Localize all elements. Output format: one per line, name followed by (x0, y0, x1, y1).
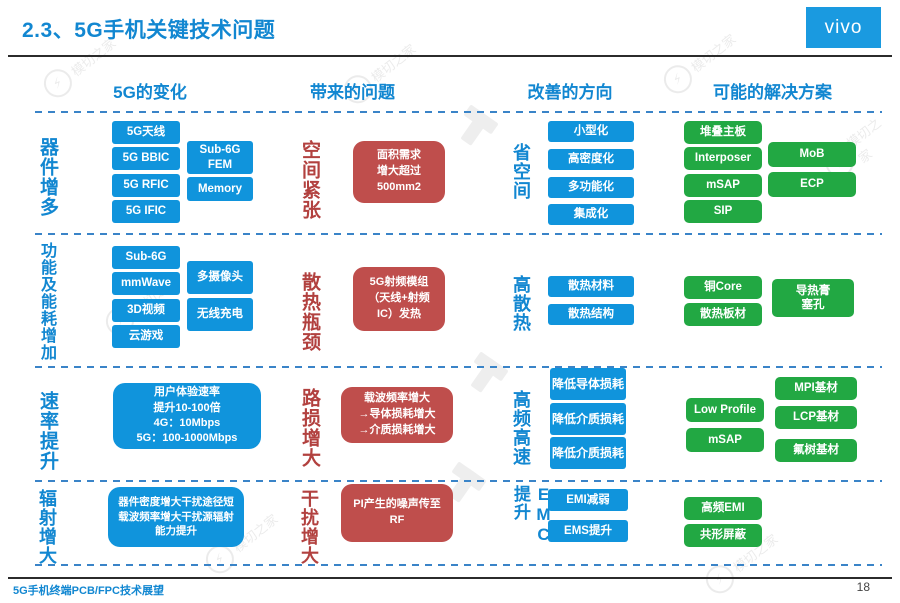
row4-direction-label: EMC提升 (511, 485, 553, 545)
solution-box: 高频EMI (684, 497, 762, 520)
solution-box: ECP (768, 172, 856, 197)
solution-box: mSAP (686, 428, 764, 452)
problem-line: 增大超过 (377, 165, 421, 178)
row2-problem-box: 5G射频模组 （天线+射频 IC）发热 (353, 267, 445, 331)
change-line: 提升10-100倍 (153, 401, 221, 414)
problem-line: IC）发热 (377, 307, 421, 320)
solution-box: LCP基材 (775, 406, 857, 429)
change-line: 5G：100-1000Mbps (136, 432, 238, 445)
row2-label: 功能及能耗增加 (38, 241, 55, 361)
row-divider (35, 480, 882, 482)
solution-box: Interposer (684, 147, 762, 170)
solution-line: 塞孔 (801, 299, 825, 311)
change-line: 载波频率增大干扰源辐射能力提升 (118, 510, 234, 538)
row3-direction-label: 高频高速 (511, 389, 531, 466)
change-line: 器件密度增大干扰途径短 (118, 495, 234, 508)
vivo-logo: vivo (806, 7, 881, 48)
solution-box: Low Profile (686, 398, 764, 422)
solution-box: 堆叠主板 (684, 121, 762, 144)
change-box: 3D视频 (112, 299, 180, 322)
solution-box: SIP (684, 200, 762, 223)
solution-box: 共形屏蔽 (684, 524, 762, 547)
solution-box: 铜Core (684, 276, 762, 299)
problem-line: 面积需求 (377, 149, 421, 162)
row4-problem-label: 干扰增大 (299, 489, 319, 565)
watermark-logo-icon: ⚡ (38, 63, 78, 103)
change-box: 无线充电 (187, 298, 253, 331)
column-header-solutions: 可能的解决方案 (713, 83, 832, 102)
watermark-text: 模切之家 (688, 31, 739, 75)
change-box: mmWave (112, 272, 180, 295)
page-number: 18 (856, 580, 870, 594)
change-box: Memory (187, 177, 253, 201)
row1-problem-box: 面积需求 增大超过 500mm2 (353, 141, 445, 203)
problem-line: →导体损耗增大 (358, 408, 436, 421)
footer-text: 5G手机终端PCB/FPC技术展望 (13, 585, 164, 597)
solution-line: 导热膏 (795, 284, 831, 297)
page-title: 2.3、5G手机关键技术问题 (22, 19, 276, 42)
row4-label: 辐射增大 (37, 489, 57, 565)
problem-line: →介质损耗增大 (358, 423, 436, 436)
change-box: 云游戏 (112, 325, 180, 348)
column-header-changes: 5G的变化 (113, 83, 187, 102)
row-divider (35, 111, 882, 113)
solution-box: 散热板材 (684, 303, 762, 326)
footer-divider (8, 577, 892, 579)
row2-direction-label: 高散热 (511, 274, 531, 332)
header-divider (8, 55, 892, 57)
row1-direction-label: 省空间 (511, 142, 531, 200)
row1-label: 器件增多 (37, 137, 58, 217)
direction-box: 高密度化 (548, 149, 634, 170)
direction-box: 降低导体损耗 (550, 368, 626, 400)
problem-line: 500mm2 (376, 180, 422, 193)
solution-box: mSAP (684, 174, 762, 197)
change-box: Sub-6G FEM (187, 141, 253, 174)
direction-box: 集成化 (548, 204, 634, 225)
problem-line: 5G射频模组 (369, 276, 429, 289)
change-box: 5G IFIC (112, 200, 180, 223)
direction-box: 小型化 (548, 121, 634, 142)
change-box: Sub-6G (112, 246, 180, 269)
row1-problem-label: 空间紧张 (299, 139, 320, 220)
problem-line: PI产生的噪声传至 (353, 498, 441, 511)
direction-box: 散热结构 (548, 304, 634, 325)
change-line: 4G：10Mbps (153, 417, 221, 429)
row-divider (35, 366, 882, 368)
change-box: 5G RFIC (112, 174, 180, 197)
direction-box: 降低介质损耗 (550, 403, 626, 435)
row-divider (35, 564, 882, 566)
puzzle-watermark-icon (443, 96, 507, 160)
row-divider (35, 233, 882, 235)
change-box: 5G天线 (112, 121, 180, 144)
row4-problem-box: PI产生的噪声传至 RF (341, 484, 453, 542)
column-header-directions: 改善的方向 (527, 83, 613, 102)
change-box: 5G BBIC (112, 147, 180, 170)
direction-box: EMS提升 (548, 520, 628, 542)
solution-box: 导热膏 塞孔 (772, 279, 854, 317)
row3-problem-box: 载波频率增大 →导体损耗增大 →介质损耗增大 (341, 387, 453, 443)
problem-line: 载波频率增大 (364, 392, 430, 405)
row3-problem-label: 路损增大 (299, 387, 320, 468)
direction-box: EMI减弱 (548, 489, 628, 511)
solution-box: MoB (768, 142, 856, 167)
row4-change-box: 器件密度增大干扰途径短 载波频率增大干扰源辐射能力提升 (108, 487, 244, 547)
watermark-logo-icon: ⚡ (658, 59, 698, 99)
row3-label: 速率提升 (37, 390, 58, 471)
change-line: 用户体验速率 (154, 386, 220, 399)
row3-change-box: 用户体验速率 提升10-100倍 4G：10Mbps 5G：100-1000Mb… (113, 383, 261, 449)
row2-problem-label: 散热瓶颈 (299, 272, 320, 352)
direction-box: 散热材料 (548, 276, 634, 297)
solution-box: 氟树基材 (775, 439, 857, 462)
column-header-problems: 带来的问题 (310, 83, 395, 102)
direction-box: 多功能化 (548, 177, 634, 198)
problem-line: RF (389, 514, 405, 526)
direction-box: 降低介质损耗 (550, 437, 626, 469)
change-box: 多摄像头 (187, 261, 253, 294)
solution-box: MPI基材 (775, 377, 857, 400)
problem-line: （天线+射频 (368, 292, 430, 305)
